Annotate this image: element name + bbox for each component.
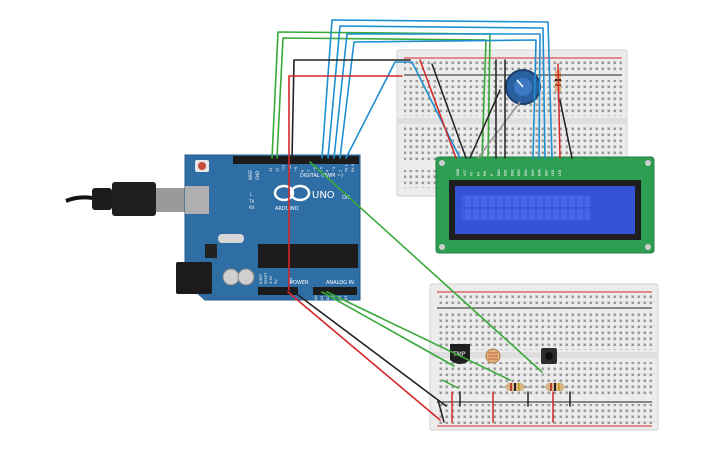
usb-port	[185, 186, 209, 214]
lcd-pin-label: VCC	[463, 169, 467, 176]
aref-label: AREF	[248, 169, 253, 180]
ioref-label: IOREF	[259, 274, 263, 284]
digital-pin-label: ~6	[313, 167, 317, 172]
digital-header	[233, 156, 359, 164]
v5-label: 5V	[274, 279, 278, 284]
tmp-label: TMP	[452, 351, 466, 358]
lcd-pin-label: V0	[470, 172, 474, 176]
analog-pin-label: A0	[314, 295, 318, 300]
lcd-pin-label: LED	[551, 169, 555, 176]
lcd-pin-label: DB6	[538, 169, 542, 176]
wire-black-pot	[469, 89, 501, 159]
vin-label: VIN	[289, 278, 293, 284]
wire-red-lcd	[419, 59, 457, 159]
wire-green-a0	[321, 291, 455, 367]
resistor-ldr	[500, 383, 530, 391]
lcd-pin-label: DB0	[497, 169, 501, 176]
digital-pin-label: TX 1	[345, 164, 349, 173]
digital-pin-label: ~5	[319, 167, 323, 172]
wire-blue-4	[339, 39, 537, 159]
pushbutton	[541, 348, 557, 364]
wire-blue-1	[321, 19, 553, 159]
digital-pin-label: ~9	[294, 167, 298, 172]
lcd-pin-label: DB5	[531, 169, 535, 176]
wire-blue-3	[333, 33, 541, 159]
temperature-sensor: TMP	[450, 344, 470, 364]
power-header	[258, 287, 298, 295]
analog-label: ANALOG IN	[326, 280, 354, 286]
wire-red-bottom	[287, 291, 441, 421]
lcd-pin-label: LED	[558, 169, 562, 176]
l-label: L	[250, 192, 253, 197]
digital-label: DIGITAL (PWM ~)	[300, 173, 343, 179]
wire-green-2	[276, 37, 487, 159]
power-label: POWER	[290, 280, 309, 286]
wire-black-bottom	[293, 291, 447, 407]
digital-pin-label: 12	[275, 168, 279, 172]
wires	[271, 19, 573, 423]
lcd-pin-label: GND	[456, 168, 460, 176]
wire-green-tmp	[441, 379, 459, 389]
v33-label: 3.3V	[269, 275, 273, 284]
wire-red-led	[557, 63, 561, 159]
lcd-pin-label: DB3	[517, 169, 521, 176]
digital-pin-label: RX 0	[351, 164, 355, 172]
wire-blue-5	[345, 61, 461, 159]
lcd-pin-label: DB4	[524, 169, 528, 176]
wire-gray-pot	[477, 101, 521, 159]
analog-pin-label: A4	[338, 295, 342, 300]
power-jack	[176, 262, 212, 294]
arduino-logo	[273, 184, 311, 202]
gnd-label: GND	[255, 171, 260, 180]
brand-label: ARDUINO	[275, 206, 299, 212]
digital-pin-label: ~10	[288, 165, 292, 172]
analog-header	[313, 287, 357, 295]
digital-pin-label: 2	[338, 170, 342, 172]
lcd-pin-label: DB2	[510, 169, 514, 176]
digital-pin-label: 7	[307, 170, 311, 172]
digital-pin-label: 4	[326, 169, 330, 172]
digital-pin-label: 8	[301, 170, 305, 172]
wire-black-led	[559, 99, 573, 159]
wire-red-top	[288, 75, 403, 291]
photoresistor	[485, 348, 501, 364]
analog-pin-label: A5	[344, 295, 348, 300]
lcd-pin-label: DB7	[544, 169, 548, 176]
lcd-pin-label: RW	[483, 170, 487, 176]
digital-pin-label: 13	[269, 168, 273, 172]
wire-green-1	[271, 31, 491, 159]
rx-label: RX	[249, 205, 255, 210]
model-label: UNO	[312, 190, 335, 201]
analog-pin-label: A1	[320, 295, 324, 300]
digital-pin-label: ~3	[332, 167, 336, 172]
digital-pin-label: ~11	[282, 165, 286, 172]
analog-pin-label: A3	[332, 295, 336, 300]
resistor-button	[541, 383, 568, 391]
tx-label: TX	[248, 199, 254, 204]
on-label: ON	[342, 195, 350, 201]
wire-green-button	[309, 161, 543, 373]
wire-black-rail	[437, 399, 445, 423]
wire-blue-2	[327, 25, 546, 159]
analog-pin-label: A2	[326, 295, 330, 300]
wire-black-top	[291, 59, 411, 159]
usb-cable	[65, 182, 186, 216]
lcd-pin-label: RS	[476, 172, 480, 176]
lcd-pin-label: E	[490, 174, 494, 176]
arduino-uno-board: ARDUINO UNO ON DIGITAL (PWM ~) L TX RX P…	[176, 154, 361, 301]
microcontroller-chip	[258, 244, 358, 268]
lcd-pin-label: DB1	[504, 169, 508, 176]
reset-label: RESET	[264, 272, 268, 284]
wire-green-a1	[326, 291, 511, 381]
wire-black-lcd	[431, 63, 467, 159]
